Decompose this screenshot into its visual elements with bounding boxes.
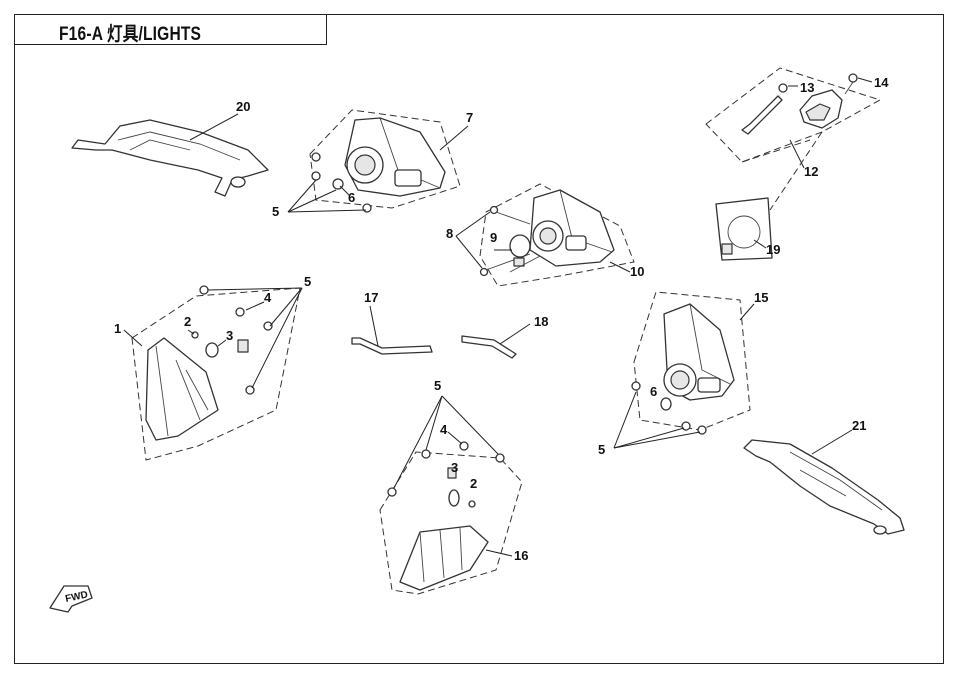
part-21-bracket: 21 bbox=[743, 418, 905, 535]
callout-9: 9 bbox=[490, 230, 497, 245]
callout-17: 17 bbox=[364, 290, 378, 305]
callout-4b: 4 bbox=[440, 422, 448, 437]
page-title: F16-A 灯具/LIGHTS bbox=[59, 24, 202, 45]
callout-5a: 5 bbox=[272, 204, 279, 219]
callout-21: 21 bbox=[852, 418, 866, 433]
callout-7: 7 bbox=[466, 110, 473, 125]
callout-2a: 2 bbox=[184, 314, 191, 329]
callout-3a: 3 bbox=[226, 328, 233, 343]
callout-13: 13 bbox=[800, 80, 814, 95]
callout-3b: 3 bbox=[451, 460, 458, 475]
callout-19: 19 bbox=[766, 242, 780, 257]
callout-14: 14 bbox=[874, 75, 889, 90]
part-12-tail-lamp-group: 14 13 12 19 bbox=[705, 67, 889, 261]
drawing-frame bbox=[14, 14, 944, 664]
callout-2b: 2 bbox=[470, 476, 477, 491]
fwd-direction-arrow: FWD bbox=[49, 585, 93, 613]
callout-10: 10 bbox=[630, 264, 644, 279]
part-17-rod: 17 bbox=[351, 290, 433, 355]
part-16-turn-signal: 5 4 3 2 16 bbox=[379, 378, 528, 595]
part-10-headlight-assembly: 8 9 10 bbox=[446, 183, 644, 287]
part-1-turn-signal: 1 2 3 4 5 bbox=[114, 274, 311, 461]
callout-15: 15 bbox=[754, 290, 768, 305]
part-15-headlight-assembly: 15 5 6 bbox=[598, 290, 768, 457]
callout-8: 8 bbox=[446, 226, 453, 241]
callout-6a: 6 bbox=[348, 190, 355, 205]
title-box: F16-A 灯具/LIGHTS bbox=[14, 14, 327, 45]
part-18-rod: 18 bbox=[461, 314, 548, 359]
callout-5c: 5 bbox=[598, 442, 605, 457]
fwd-label: FWD bbox=[64, 589, 89, 604]
callout-12: 12 bbox=[804, 164, 818, 179]
part-7-headlight-assembly: 7 5 6 bbox=[272, 109, 473, 219]
callout-4a: 4 bbox=[264, 290, 272, 305]
part-20-bracket: 20 bbox=[71, 99, 269, 197]
callout-5b: 5 bbox=[304, 274, 311, 289]
callout-16: 16 bbox=[514, 548, 528, 563]
callout-5d: 5 bbox=[434, 378, 441, 393]
callout-6b: 6 bbox=[650, 384, 657, 399]
callout-18: 18 bbox=[534, 314, 548, 329]
callout-20: 20 bbox=[236, 99, 250, 114]
callout-1: 1 bbox=[114, 321, 121, 336]
